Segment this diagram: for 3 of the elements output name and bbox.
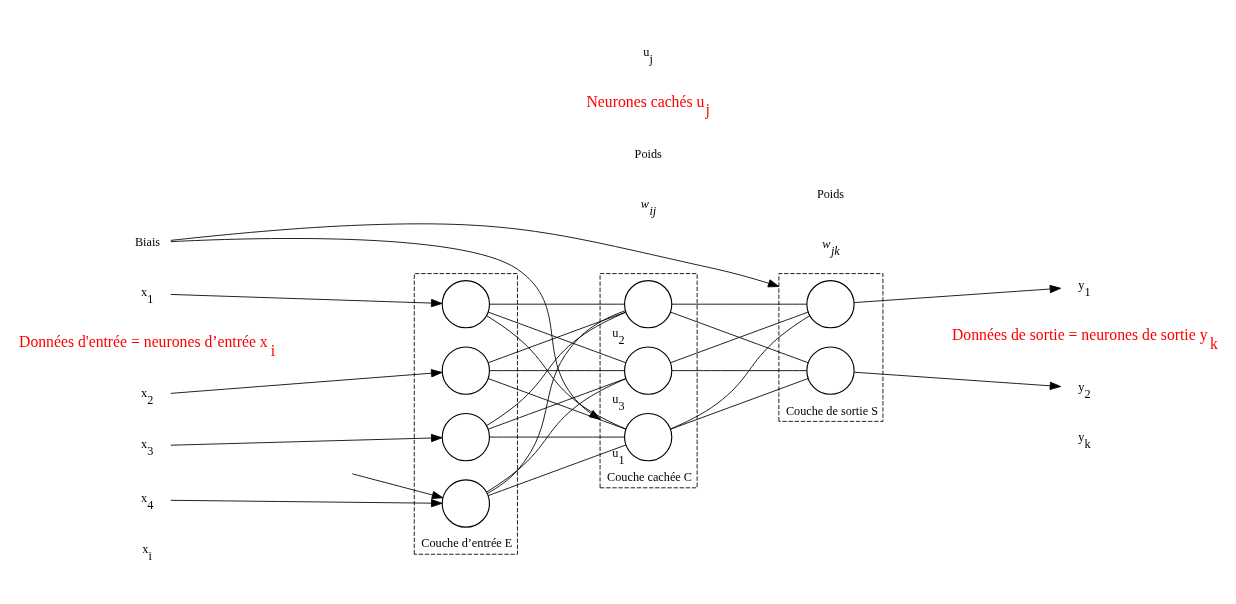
node-text: Biais — [134, 235, 161, 250]
label: Poids — [816, 187, 845, 202]
label: Poids — [634, 146, 662, 161]
